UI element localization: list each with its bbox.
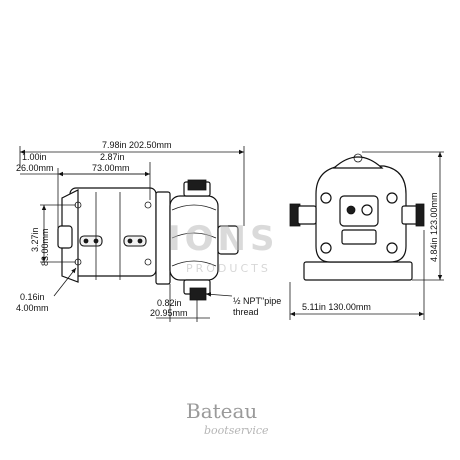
mount-spacing-mm: 73.00mm bbox=[92, 163, 130, 173]
port-offset-mm: 20.95mm bbox=[150, 308, 188, 318]
overall-length-label: 7.98in 202.50mm bbox=[102, 140, 172, 150]
watermark-sub: PRODUCTS bbox=[186, 262, 271, 275]
logo-name: Bateau bbox=[186, 399, 257, 423]
motor-endcap bbox=[57, 225, 73, 249]
front-width-label: 5.11in 130.00mm bbox=[302, 302, 371, 312]
center-slot bbox=[341, 229, 377, 245]
mount-height-in: 3.27in bbox=[30, 227, 40, 252]
inlet-offset-in: 1.00in bbox=[22, 152, 47, 162]
port-top-thread bbox=[187, 179, 207, 191]
mount-height-mm: 83.00mm bbox=[40, 228, 50, 266]
side-view bbox=[57, 179, 239, 301]
top-cap bbox=[332, 156, 384, 169]
bolt-tl bbox=[320, 192, 332, 204]
front-dimensions: 5.11in 130.00mm 4.84in 123.00mm bbox=[289, 151, 444, 320]
pressure-switch bbox=[217, 225, 239, 255]
center-plate bbox=[339, 195, 379, 227]
watermark-brand: IONS bbox=[168, 219, 279, 259]
terminal bbox=[79, 235, 103, 247]
mount-spacing-in: 2.87in bbox=[100, 152, 125, 162]
bolt-br bbox=[386, 242, 398, 254]
bolt-tr bbox=[386, 192, 398, 204]
bolt-bl bbox=[320, 242, 332, 254]
motor-body bbox=[69, 187, 157, 277]
thread-label-1: ½ NPT"pipe bbox=[233, 296, 281, 306]
hole-dia-in: 0.16in bbox=[20, 292, 45, 302]
port-bottom-thread bbox=[189, 287, 207, 301]
inlet-offset-mm: 26.00mm bbox=[16, 163, 54, 173]
front-view bbox=[289, 153, 425, 281]
thread-label-2: thread bbox=[233, 307, 259, 317]
mount-hole-bottom-right bbox=[144, 258, 152, 266]
bateau-logo: Bateau bootservice bbox=[186, 399, 269, 437]
watermark: IONS PRODUCTS bbox=[168, 219, 279, 275]
hole-dia-mm: 4.00mm bbox=[16, 303, 49, 313]
mount-hole-top-right bbox=[144, 201, 152, 209]
side-dimensions: 7.98in 202.50mm 1.00in 26.00mm 2.87in 73… bbox=[16, 140, 281, 322]
pump-base bbox=[303, 261, 413, 281]
port-offset-in: 0.82in bbox=[157, 298, 182, 308]
left-port bbox=[297, 205, 317, 225]
right-port-thread bbox=[415, 203, 425, 227]
logo-tagline: bootservice bbox=[204, 424, 269, 437]
front-height-label: 4.84in 123.00mm bbox=[429, 192, 439, 262]
